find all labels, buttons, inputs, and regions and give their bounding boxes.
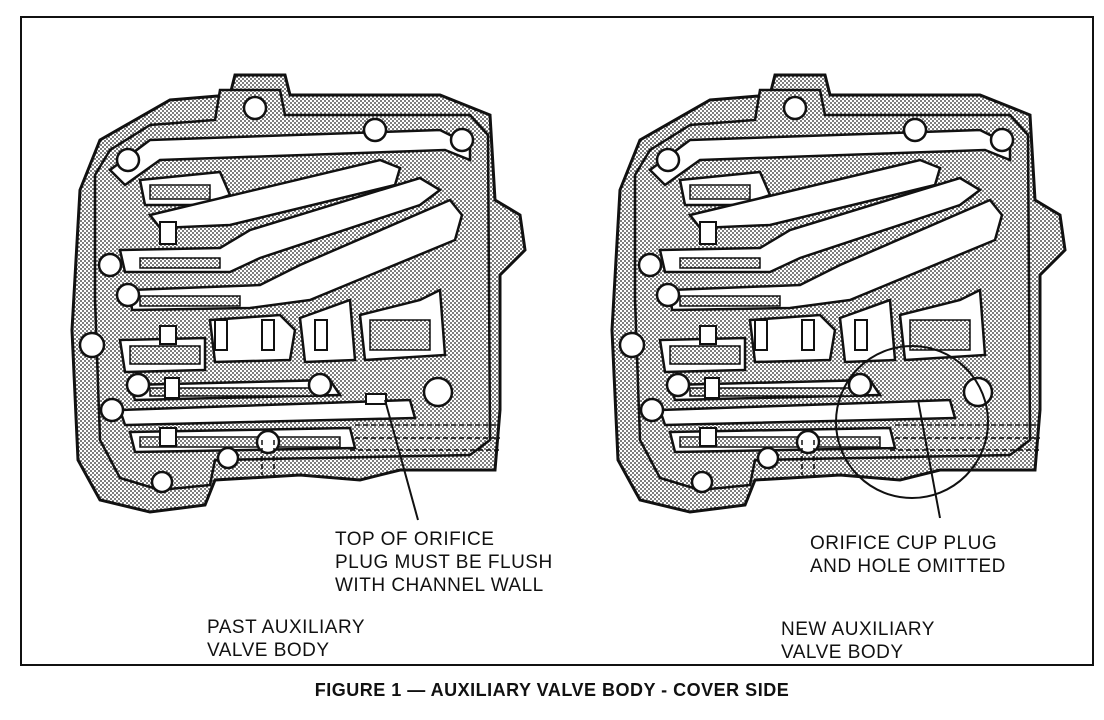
title-line: NEW AUXILIARY [781, 619, 935, 640]
figure-caption: FIGURE 1 — AUXILIARY VALVE BODY - COVER … [314, 680, 790, 700]
leader-line [384, 399, 419, 521]
title-line: PAST AUXILIARY [207, 617, 366, 638]
callout-line: PLUG MUST BE FLUSH [335, 552, 553, 573]
callout-line: TOP OF ORIFICE [335, 529, 495, 550]
past-callout: TOP OF ORIFICE PLUG MUST BE FLUSH WITH C… [335, 528, 553, 597]
leader-line [917, 399, 941, 519]
new-valve-body [610, 73, 1067, 514]
past-valve-body [70, 73, 527, 514]
title-line: VALVE BODY [207, 640, 330, 661]
callout-line: WITH CHANNEL WALL [335, 575, 544, 596]
new-callout: ORIFICE CUP PLUG AND HOLE OMITTED [810, 532, 1006, 578]
callout-line: ORIFICE CUP PLUG [810, 533, 998, 554]
callout-line: AND HOLE OMITTED [810, 556, 1006, 577]
detail-circle [835, 345, 989, 499]
figure-frame [20, 16, 1094, 666]
past-title: PAST AUXILIARY VALVE BODY [207, 616, 365, 662]
orifice-plug [365, 393, 387, 405]
title-line: VALVE BODY [781, 642, 904, 663]
new-title: NEW AUXILIARY VALVE BODY [781, 618, 935, 664]
